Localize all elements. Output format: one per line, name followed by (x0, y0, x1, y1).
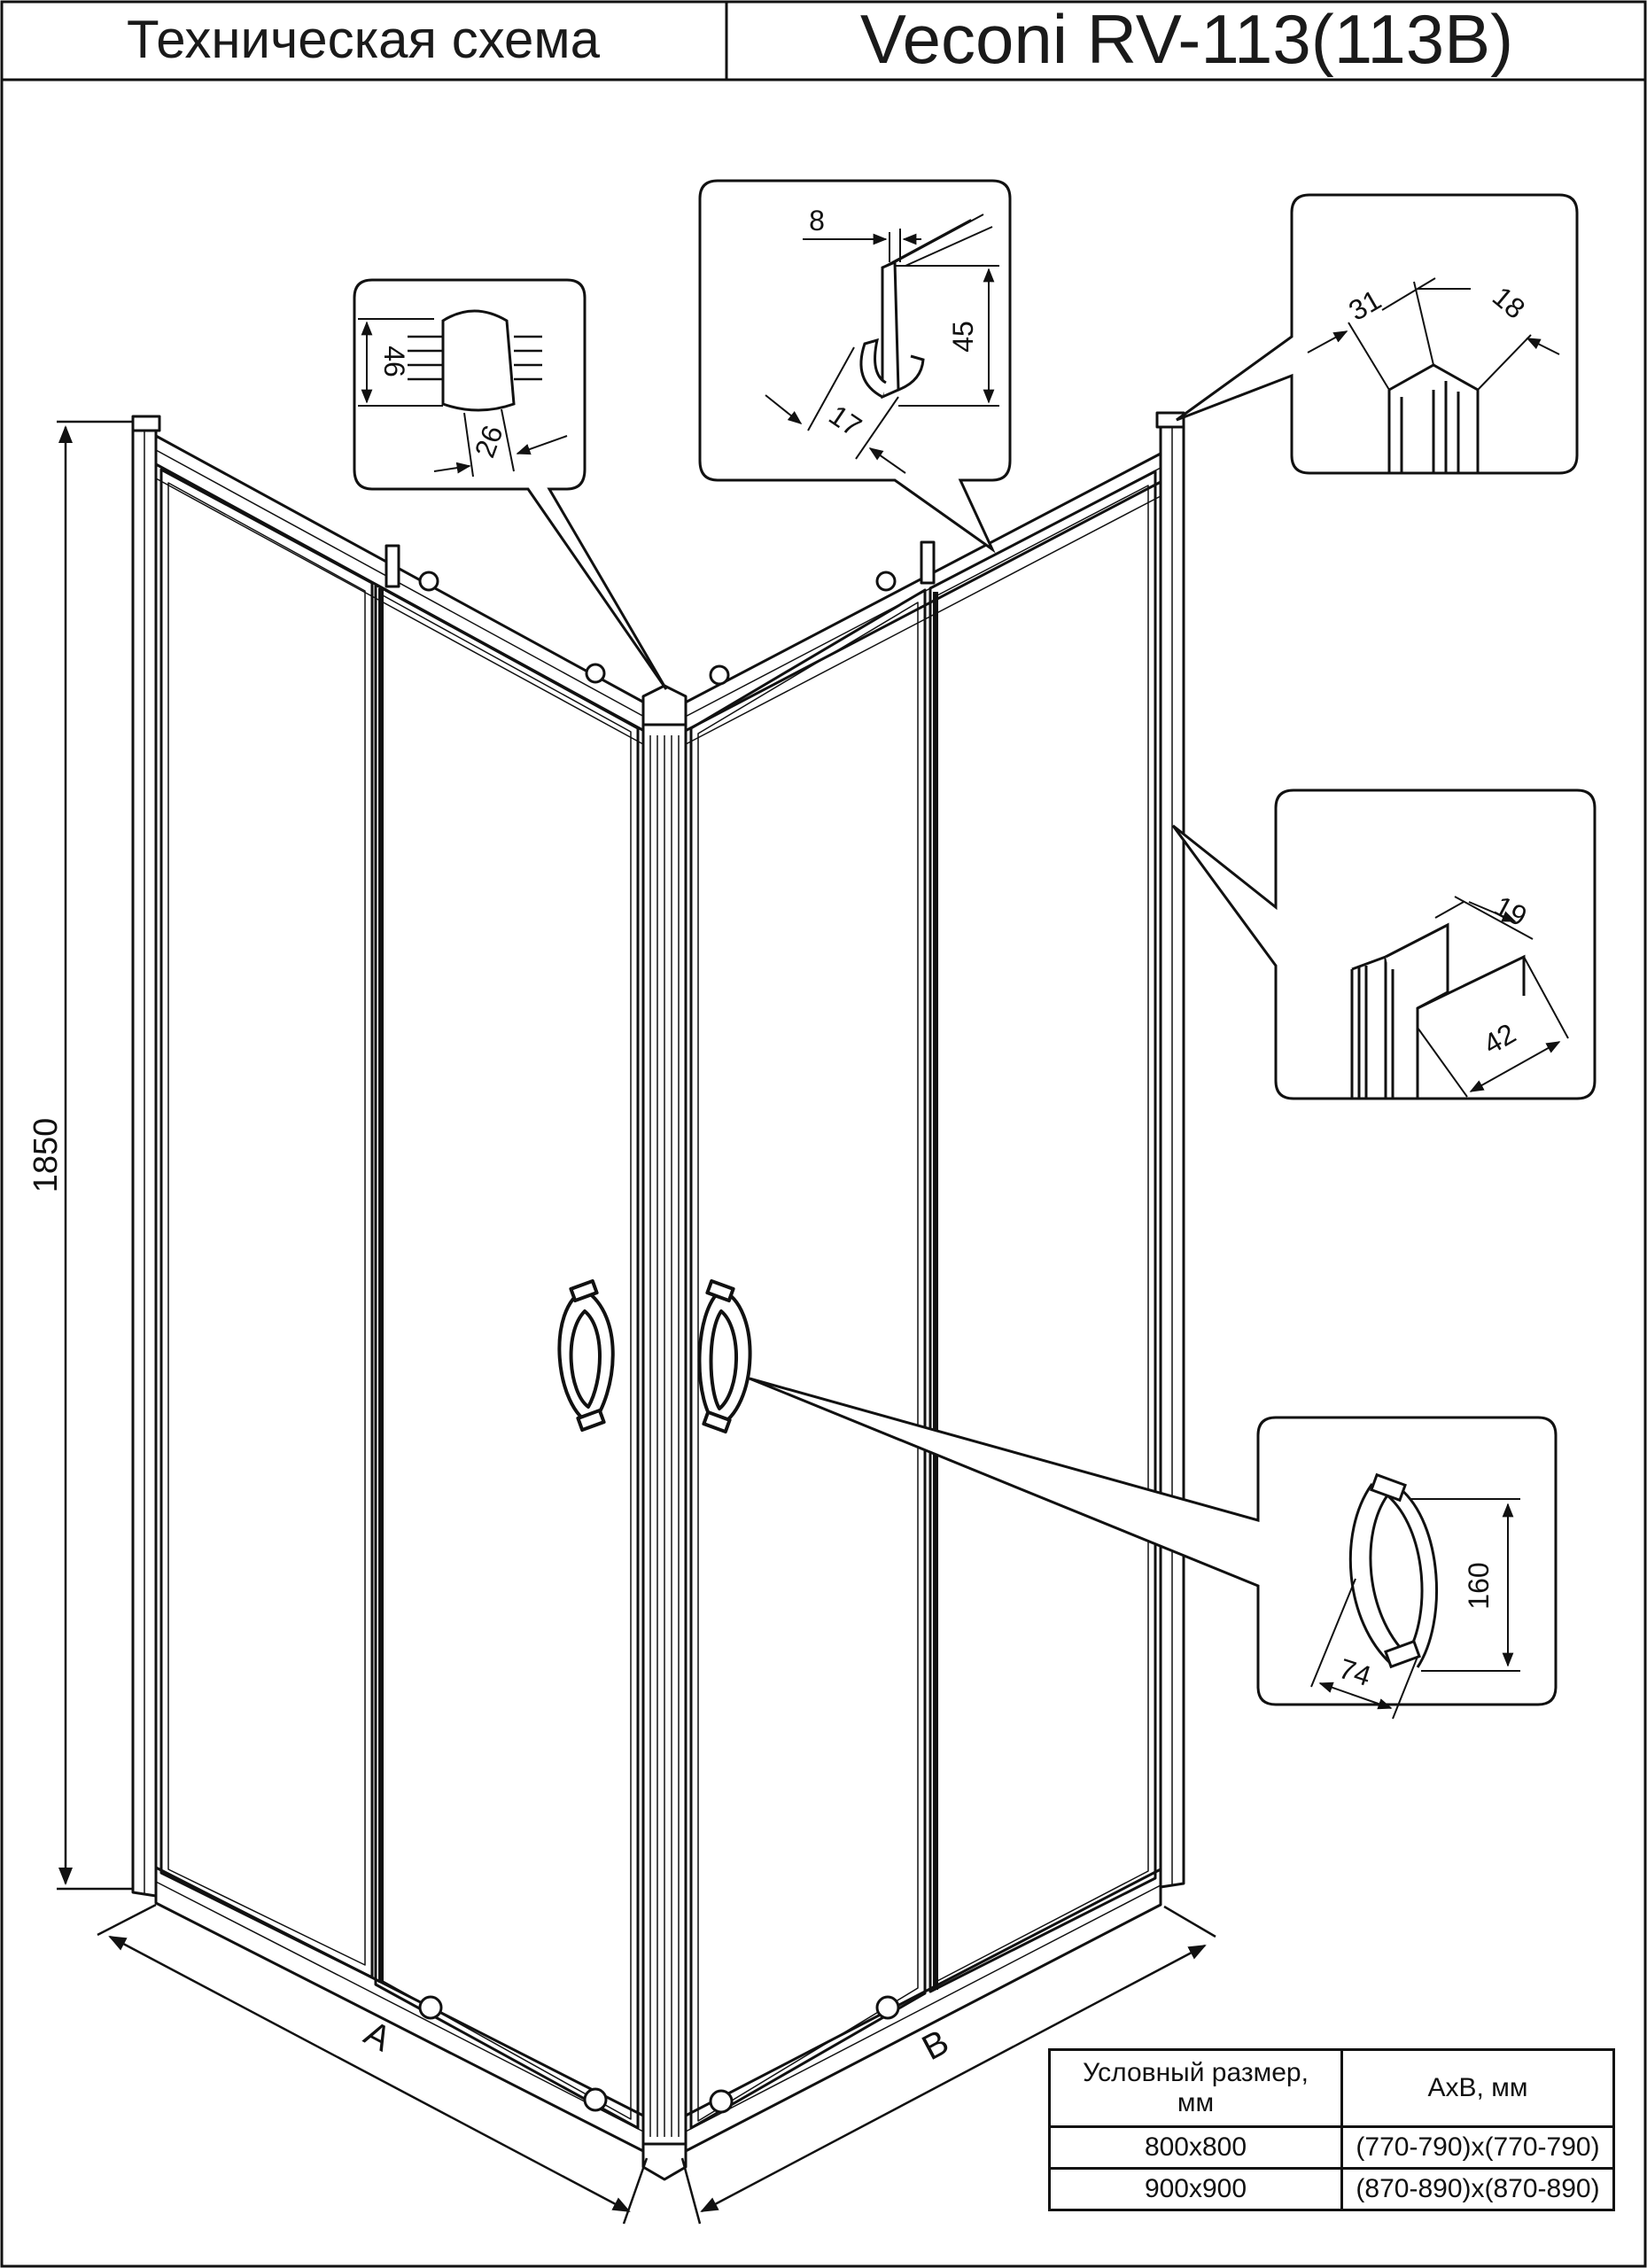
top-rollers (385, 540, 936, 686)
handle-dim-1: 160 (1463, 1562, 1495, 1609)
size-table-cell: (770-790)x(770-790) (1340, 2125, 1615, 2170)
right-fixed-panel (928, 470, 1157, 1993)
size-table-cell: 800x800 (1048, 2125, 1343, 2170)
callout-corner-profile (1176, 193, 1579, 475)
height-label: 1850 (27, 1118, 65, 1193)
left-fixed-panel (159, 468, 374, 1979)
size-table-header-line: мм (1177, 2088, 1215, 2117)
callout-wall-profile (1171, 788, 1597, 1100)
right-wall-profile (1155, 411, 1185, 1889)
corner-connector-dim-1: 46 (378, 346, 410, 377)
bottom-rail-left (154, 1866, 649, 2155)
callout-corner-connector (353, 278, 668, 690)
height-dimension (57, 420, 133, 1891)
callout-handle (749, 1377, 1558, 1720)
width-a-dimension (97, 1903, 649, 2225)
size-table-header-row: Условный размер,мм AxB, мм (1048, 2048, 1615, 2128)
top-profile-dim-2: 45 (947, 321, 979, 353)
header-model-title: Veconi RV-113(113B) (859, 0, 1514, 78)
header-left-title: Техническая схема (126, 9, 601, 69)
size-table-header-axb: AxB, мм (1340, 2048, 1615, 2128)
size-table-cell: (870-890)x(870-890) (1340, 2167, 1615, 2211)
handle-right (697, 1278, 752, 1434)
corner-post (641, 684, 688, 2181)
size-table: Условный размер,мм AxB, мм 800x800 (770-… (1048, 2048, 1615, 2211)
table-row: 800x800 (770-790)x(770-790) (1048, 2125, 1615, 2170)
table-row: 900x900 (870-890)x(870-890) (1048, 2167, 1615, 2211)
callout-top-profile (698, 179, 1012, 554)
top-profile-dim-1: 8 (809, 205, 825, 237)
handle-left (557, 1278, 615, 1433)
left-wall-profile (131, 415, 161, 1898)
size-table-header-nominal: Условный размер,мм (1048, 2048, 1343, 2128)
width-b-dimension (680, 1905, 1216, 2225)
size-table-cell: 900x900 (1048, 2167, 1343, 2211)
size-table-header-line: Условный размер, (1083, 2058, 1309, 2087)
left-sliding-door (374, 583, 640, 2130)
